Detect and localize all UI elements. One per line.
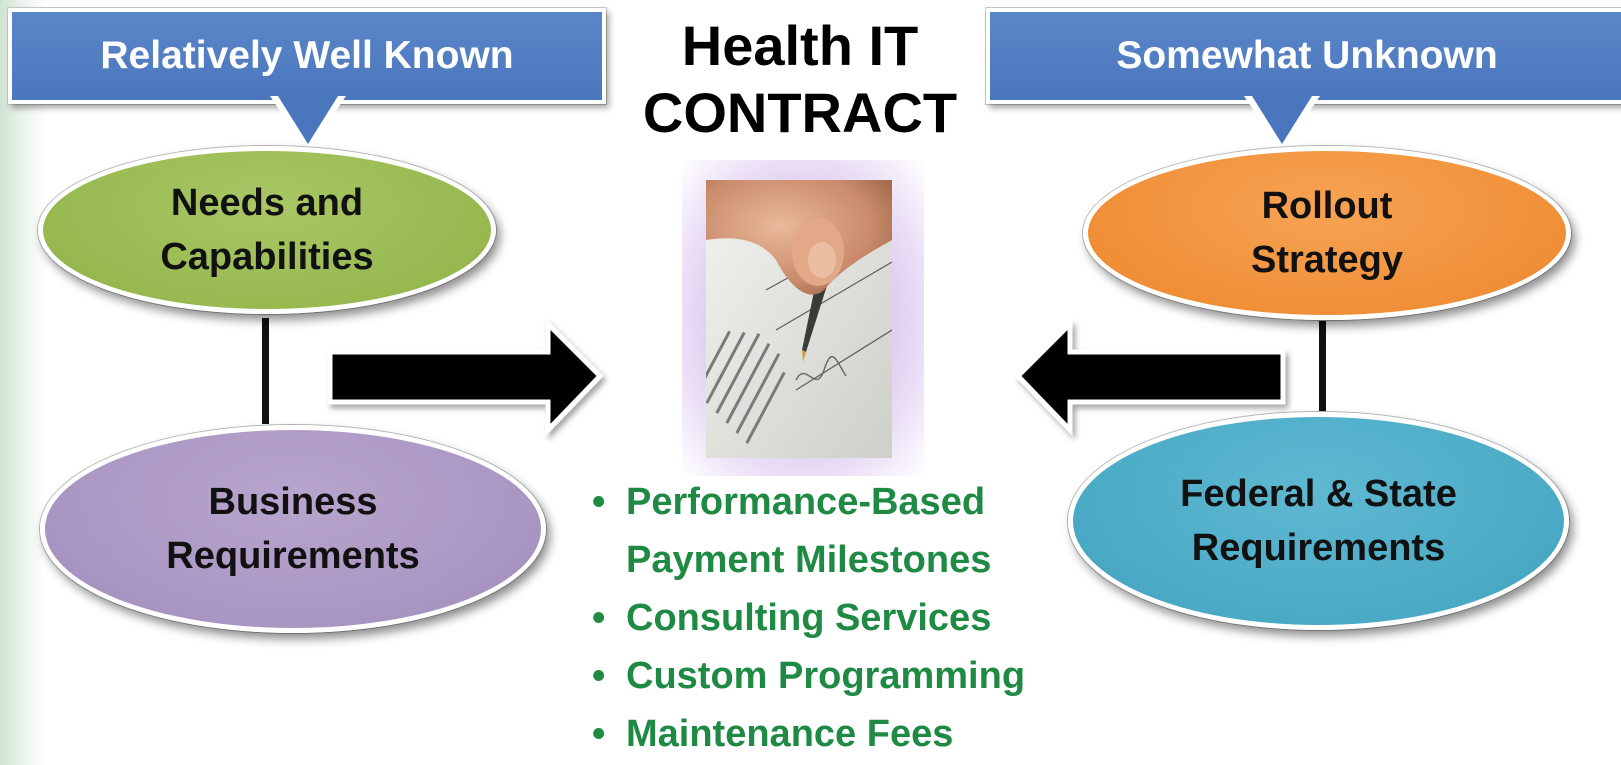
bullet-2-label: Consulting Services xyxy=(626,597,992,639)
business-line-2: Requirements xyxy=(166,535,420,577)
arrow-left-icon xyxy=(1014,317,1286,437)
connector-right xyxy=(1319,318,1326,412)
needs-line-1: Needs and xyxy=(170,182,364,224)
banner-left-label: Relatively Well Known xyxy=(100,34,514,77)
ellipse-federal-state-requirements: Federal & State Requirements xyxy=(1068,412,1569,630)
arrow-right-icon xyxy=(327,317,604,437)
background-tint xyxy=(0,0,46,765)
list-item: Custom Programming xyxy=(590,647,1110,705)
list-item: Consulting Services xyxy=(590,589,1110,647)
callout-pointer-right xyxy=(1244,96,1320,152)
hand-signing-contract-photo xyxy=(706,180,892,458)
ellipse-business-requirements: Business Requirements xyxy=(40,425,546,633)
rollout-line-1: Rollout xyxy=(1261,185,1393,227)
bullet-3-label: Custom Programming xyxy=(626,655,1026,697)
list-item: Maintenance Fees xyxy=(590,705,1110,763)
rollout-line-2: Strategy xyxy=(1250,239,1404,281)
title-line-1: Health IT xyxy=(681,14,919,77)
bullet-1-line-1: Performance-Based xyxy=(626,481,986,523)
needs-line-2: Capabilities xyxy=(160,236,374,278)
connector-left xyxy=(262,318,269,424)
ellipse-needs-and-capabilities: Needs and Capabilities xyxy=(38,146,496,314)
bullet-4-label: Maintenance Fees xyxy=(626,713,954,755)
banner-right-label: Somewhat Unknown xyxy=(1116,34,1498,77)
contract-components-list: Performance-Based Payment Milestones Con… xyxy=(590,473,1110,763)
bullet-1-line-2: Payment Milestones xyxy=(626,539,992,581)
federal-line-2: Requirements xyxy=(1191,527,1446,569)
banner-relatively-well-known: Relatively Well Known xyxy=(8,8,606,104)
title-line-2: CONTRACT xyxy=(642,81,958,144)
page-title: Health IT CONTRACT xyxy=(630,12,970,146)
ellipse-rollout-strategy: Rollout Strategy xyxy=(1083,146,1571,320)
contract-illustration xyxy=(706,180,892,458)
list-item: Performance-Based Payment Milestones xyxy=(590,473,1110,589)
federal-line-1: Federal & State xyxy=(1180,473,1457,515)
business-line-1: Business xyxy=(208,481,378,523)
callout-pointer-left xyxy=(270,96,346,152)
